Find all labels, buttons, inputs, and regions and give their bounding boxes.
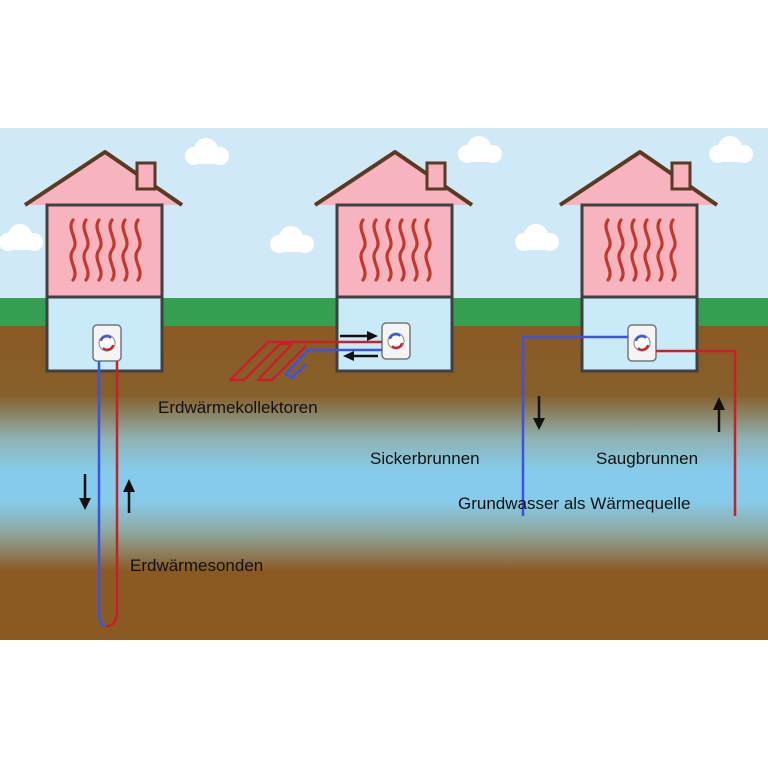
suction-well-pipe: [656, 349, 737, 516]
heat-pump-icon: [92, 324, 122, 362]
label-collectors: Erdwärmekollektoren: [158, 398, 318, 417]
probe-pipe-warm: [105, 361, 119, 628]
flow-arrow-icon: [343, 351, 378, 361]
house-3: [558, 150, 719, 373]
house-2: [313, 150, 474, 373]
collector-pipe-cold: [284, 348, 382, 380]
flow-arrow-icon: [340, 331, 378, 341]
collector-pipe-warm: [228, 340, 382, 382]
injection-well-pipe: [521, 335, 628, 516]
heat-pump-icon: [627, 324, 657, 362]
house-1: [23, 150, 184, 373]
flow-arrow-icon: [123, 479, 135, 513]
heat-pump-icon: [381, 322, 411, 360]
flow-arrow-icon: [533, 396, 545, 430]
label-suction-well: Saugbrunnen: [596, 449, 698, 468]
flow-arrow-icon: [713, 397, 725, 432]
flow-arrow-icon: [79, 474, 91, 510]
probe-pipe-cold: [97, 361, 107, 628]
label-injection-well: Sickerbrunnen: [370, 449, 480, 468]
ground: [0, 326, 768, 640]
label-probes: Erdwärmesonden: [130, 556, 263, 575]
label-groundwater: Grundwasser als Wärmequelle: [458, 494, 690, 513]
